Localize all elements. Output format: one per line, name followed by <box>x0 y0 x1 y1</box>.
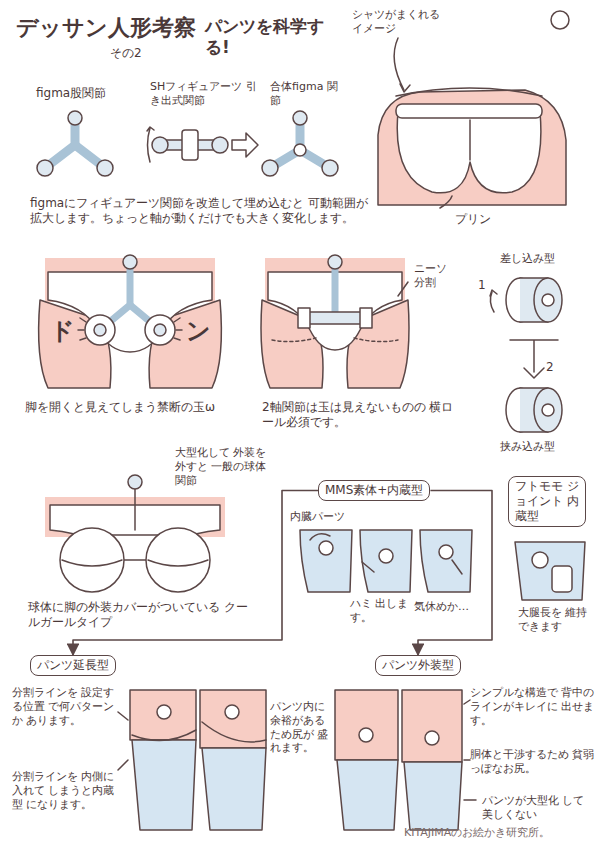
annotation-label: 大型化して 外装を外すと 一般の球体関節 <box>175 446 275 487</box>
annotation-label: KITAJIMAのお絵かき研究所。 <box>404 826 550 840</box>
annotation-label: 内臓パーツ <box>290 510 345 524</box>
flow-arrow <box>418 491 492 656</box>
annotation-label: 脚を開くと見えてしまう禁断の玉ω <box>25 400 215 415</box>
two-axis-figure <box>261 255 409 388</box>
annotation-label: 1 <box>478 278 486 293</box>
annotation-label: その2 <box>110 46 142 61</box>
annotation-label: 気休めか… <box>414 600 469 614</box>
category-box: パンツ延長型 <box>30 655 116 676</box>
annotation-label: 挟み込み型 <box>500 440 555 454</box>
joint-sh <box>147 127 228 162</box>
box-text: パンツ外装型 <box>382 658 454 673</box>
annotation-label: シャツがまくれるイメージ <box>352 8 448 36</box>
annotation-label: ド <box>50 316 75 346</box>
thigh-joint-leg <box>515 542 585 600</box>
flow-arrow <box>73 491 318 656</box>
annotation-label: figmaにフィギュアーツ関節を改造して埋め込むと 可動範囲が拡大します。ちょっ… <box>30 196 375 226</box>
extension-legs <box>118 690 266 830</box>
annotation-label: 胴体と干渉するため 貧弱っぽなお尻。 <box>470 748 596 776</box>
annotation-label: 球体に脚の外装カバーがついている クールガールタイプ <box>28 600 258 630</box>
annotation-label: ハミ 出します。 <box>350 597 410 625</box>
leg-figures <box>300 530 472 592</box>
annotation-label: 分割ラインを 設定する位置 で何パターンか あります。 <box>12 686 124 727</box>
joint-parts <box>490 278 562 432</box>
hip-figure <box>378 11 569 208</box>
box-text: MMS素体+内蔵型 <box>325 483 423 498</box>
box-text: フトモモ ジョイント 内蔵型 <box>515 479 579 524</box>
annotation-label: 分割ラインを 内側に入れて しまうと内蔵型 になります。 <box>12 770 124 811</box>
annotation-label: パンツが大型化 して美しくない <box>482 794 592 822</box>
annotation-label: 合体figma 関節 <box>270 80 340 108</box>
joint-combined <box>262 111 338 176</box>
annotation-label: シンプルな構造で 背中のラインがキレイに 出せます。 <box>470 686 596 727</box>
category-box: MMS素体+内蔵型 <box>318 480 430 501</box>
annotation-label: 2 <box>546 360 554 375</box>
category-box: パンツ外装型 <box>375 655 461 676</box>
annotation-label: プリン <box>455 212 491 227</box>
ball-joint-figure <box>39 255 222 388</box>
annotation-label: ン <box>186 316 211 346</box>
annotation-label: 差し込み型 <box>500 252 555 266</box>
title: デッサン人形考察 <box>16 14 196 42</box>
joint-figma <box>37 111 113 176</box>
box-text: パンツ延長型 <box>37 658 109 673</box>
annotation-label: ニーソ 分割 <box>414 262 456 290</box>
block-arrow <box>232 133 258 157</box>
annotation-label: 大腿長を 維持できます <box>518 606 592 634</box>
annotation-label: パンツを科学する! <box>205 16 325 59</box>
category-box: フトモモ ジョイント 内蔵型 <box>508 476 586 527</box>
annotation-label: パンツ内に 余裕がある ため尻が 盛れます。 <box>270 700 334 755</box>
annotation-label: 2軸関節は玉は見えないものの 横ロール必須です。 <box>262 400 462 430</box>
annotation-label: SHフィギュアーツ 引き出式関節 <box>150 80 258 108</box>
outer-legs <box>335 690 476 830</box>
sphere-figure <box>45 475 225 592</box>
annotation-label: figma股関節 <box>36 86 106 101</box>
